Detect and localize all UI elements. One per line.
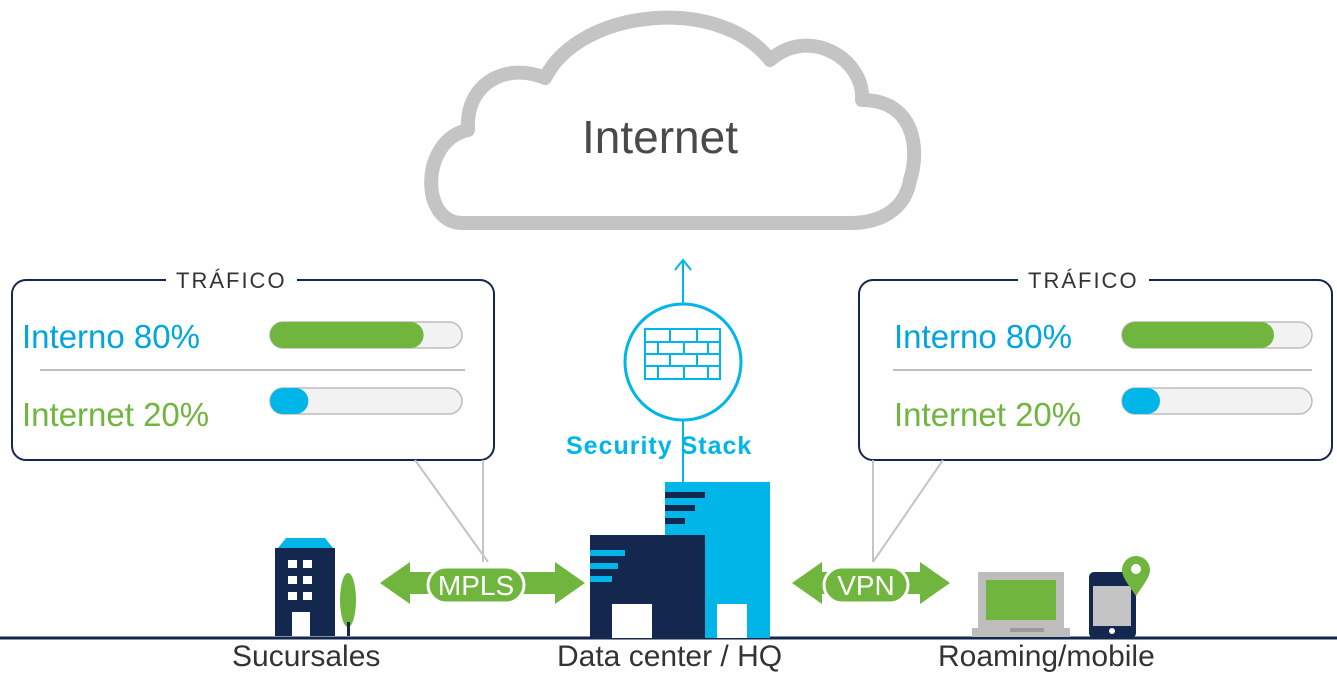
callout-line xyxy=(872,459,944,563)
phone-icon xyxy=(1089,572,1136,638)
laptop-icon xyxy=(972,572,1070,637)
cloud-icon xyxy=(424,10,922,230)
traffic-title-right: TRÁFICO xyxy=(1018,268,1149,294)
location-pin-icon xyxy=(1122,556,1150,596)
traffic-bar-fill-right-0 xyxy=(1122,322,1274,348)
traffic-bar-fill-right-1 xyxy=(1122,388,1160,414)
internal-label-right: Interno 80% xyxy=(894,318,1072,355)
cloud-label: Internet xyxy=(582,111,738,163)
traffic-bar-fill-left-1 xyxy=(270,388,309,414)
firewall-ring xyxy=(623,302,743,422)
mpls-label: MPLS xyxy=(437,570,515,601)
tree-icon xyxy=(340,573,356,636)
vpn-label: VPN xyxy=(837,570,895,601)
traffic-title-left: TRÁFICO xyxy=(166,268,297,294)
datacenter-label: Data center / HQ xyxy=(557,640,783,673)
datacenter-building-icon xyxy=(590,482,770,638)
callout-line xyxy=(414,459,489,563)
traffic-bar-fill-left-0 xyxy=(270,322,424,348)
firewall-icon xyxy=(644,328,721,380)
internet-label-right: Internet 20% xyxy=(894,396,1082,433)
internet-label-left: Internet 20% xyxy=(22,396,210,433)
arrow-head-icon xyxy=(674,258,692,271)
mobile-label: Roaming/mobile xyxy=(938,640,1155,673)
branch-building-icon xyxy=(275,538,335,636)
security-stack-label: Security Stack xyxy=(566,432,753,460)
internal-label-left: Interno 80% xyxy=(22,318,200,355)
branches-label: Sucursales xyxy=(232,640,381,673)
